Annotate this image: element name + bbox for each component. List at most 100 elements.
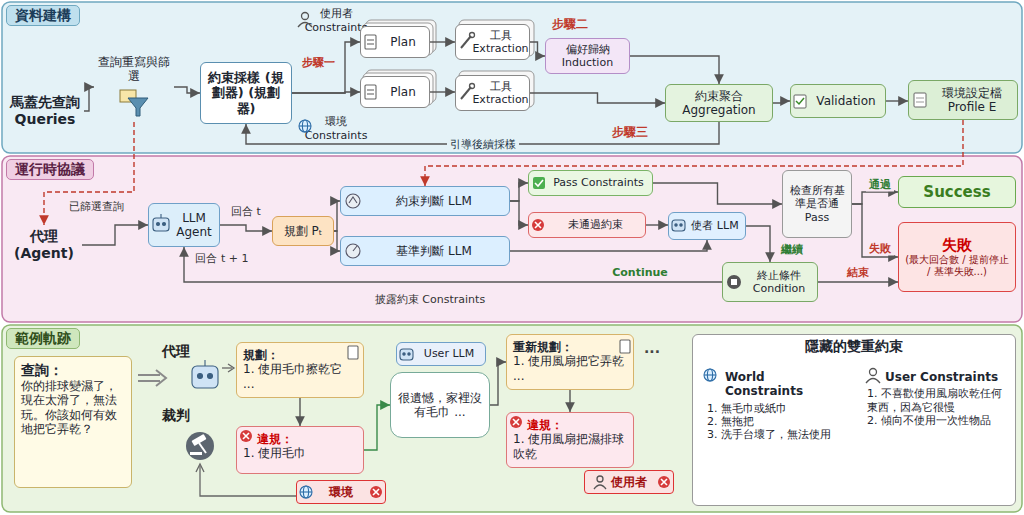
speech-bubble: 很遺憾，家裡沒有毛巾 ... <box>390 372 490 438</box>
free-label: 步驟三 <box>612 124 648 141</box>
node-text: 環境 Constraints <box>305 115 368 141</box>
pass-box: Pass Constraints <box>528 170 653 196</box>
connector <box>653 183 782 204</box>
check-icon <box>533 93 926 189</box>
connector <box>490 362 506 405</box>
panel-ground <box>2 325 1022 512</box>
cross-icon <box>240 219 670 498</box>
llm-dial-icon <box>346 194 360 258</box>
plan-box: Plan <box>360 76 430 108</box>
node-text: 1. 使用毛巾 <box>243 446 357 460</box>
node-text: User Constraints <box>867 370 1007 384</box>
connector <box>510 183 528 201</box>
connector <box>220 225 272 231</box>
node-text: 2. 無拖把 <box>707 415 845 428</box>
node-text: 1. 使用毛巾擦乾它 ... <box>243 362 357 391</box>
globe-icon <box>299 120 716 498</box>
rewrite-filter-step: 查詢重寫與篩選 <box>94 52 174 122</box>
node-text: 規劃： <box>243 348 357 362</box>
connector <box>646 224 668 225</box>
edge-label: 引導後續採樣 <box>447 137 519 152</box>
connector <box>510 240 707 251</box>
hidden-constraints-box: 隱藏的雙重約束World Constraints1. 無毛巾或紙巾2. 無拖把3… <box>692 334 1016 506</box>
node-text: 查詢： <box>21 362 125 379</box>
aggregation-box: 約束聚合 Aggregation <box>665 84 773 122</box>
node-text: 終止條件 Condition <box>745 269 813 295</box>
induction-box: 偏好歸納 Induction <box>545 38 630 74</box>
violation-box: 違規：1. 使用風扇把濕排球吹乾 <box>506 412 634 468</box>
panel-band: 資料建構馬蓋先查詢 Queries 查詢重寫與篩選約束採樣 (規劃器) (規劃器)… <box>2 2 1022 153</box>
constraint-list: User Constraints1. 不喜歡使用風扇吹乾任何東西，因為它很慢2.… <box>861 365 1013 501</box>
edge-label: 步驟一 <box>299 55 338 70</box>
user-llm-box: 使者 LLM <box>668 212 746 240</box>
node-text: 範例軌跡 <box>6 328 80 349</box>
free-label: 步驟二 <box>552 16 588 33</box>
node-text: 違規： <box>243 432 357 446</box>
node-text: 環境 <box>329 485 353 499</box>
node-text: 馬蓋先查詢 Queries <box>10 94 80 128</box>
person-icon <box>298 13 880 490</box>
node-text: 約束採樣 (規劃器) (規劃器) <box>205 70 287 117</box>
node-text: 很遺憾，家裡沒有毛巾 ... <box>395 391 485 420</box>
node-text: 違規： <box>513 418 627 432</box>
edge-label: 繼續 <box>778 242 806 257</box>
panel-band: 範例軌跡查詢：你的排球變濕了，現在太滑了，無法玩。你該如何有效地把它弄乾？規劃：… <box>2 325 1022 512</box>
edge-label: 通過 <box>866 177 894 192</box>
node-text: 1. 無毛巾或紙巾 <box>707 402 845 415</box>
node-text: Success <box>923 183 990 201</box>
connector <box>852 204 898 257</box>
edge-label: 已篩選查詢 <box>66 199 127 214</box>
connector <box>630 56 719 84</box>
edge-label: 回合 t <box>228 204 264 219</box>
connector <box>530 42 545 56</box>
violation-tag: 環境 <box>296 480 386 504</box>
judge-llm-box: 基準判斷 LLM <box>340 236 510 266</box>
constraint-source: 使用者 Constraints <box>296 4 362 37</box>
funnel-icon <box>120 90 148 116</box>
node-text: 代理 (Agent) <box>10 228 78 262</box>
violation-tag: 使用者 <box>584 470 674 494</box>
node-text: 使用者 Constraints <box>305 7 368 33</box>
user-llm-box: User LLM <box>396 342 486 366</box>
edge-label: 失敗 <box>866 241 894 256</box>
failure-box: 失敗(最大回合數 / 提前停止 / 基準失敗...) <box>898 222 1016 292</box>
connector <box>174 87 200 93</box>
clipboard-icon <box>348 35 630 359</box>
node-text: 失敗 <box>942 236 972 254</box>
node-text: 1. 使用風扇把濕排球吹乾 <box>513 432 627 461</box>
planner-box: 約束採樣 (規劃器) (規劃器) <box>200 62 292 124</box>
profile-box: 環境設定檔 Profile E <box>908 80 1018 120</box>
plan-step-box: 規劃：1. 使用毛巾擦乾它 ... <box>236 342 364 398</box>
node-text: 約束判斷 LLM <box>396 194 472 208</box>
node-text: 使用者 <box>611 475 647 489</box>
connector <box>510 201 528 225</box>
connector <box>292 92 360 93</box>
node-text: Plan <box>390 85 416 99</box>
connector <box>886 100 908 101</box>
llm-agent-box: LLM Agent <box>148 203 220 247</box>
node-text: LLM Agent <box>173 211 215 240</box>
plan-box: 規劃 Pₜ <box>272 216 334 246</box>
panel-ground <box>2 2 1022 153</box>
connector <box>292 42 360 93</box>
node-text: 隱藏的雙重約束 <box>805 338 903 355</box>
node-text: User LLM <box>424 347 474 360</box>
connector <box>818 281 898 282</box>
node-text: 工具 Extraction <box>472 29 528 55</box>
success-box: Success <box>898 176 1016 208</box>
node-text: World Constraints <box>707 370 845 399</box>
tool-box: 工具 Extraction <box>455 24 530 60</box>
edge-label: Continue <box>609 266 671 279</box>
node-text: 1. 使用風扇把它弄乾 ... <box>513 354 627 383</box>
free-label: ... <box>644 340 660 356</box>
free-label: 回合 t + 1 <box>195 251 248 266</box>
tool-box: 工具 Extraction <box>455 75 530 111</box>
judge-llm-box: 約束判斷 LLM <box>340 186 510 216</box>
connector <box>299 398 300 426</box>
judge-icon <box>186 432 214 460</box>
constraint-source: 環境 Constraints <box>296 112 362 145</box>
node-text: 資料建構 <box>6 5 80 26</box>
node-text: (最大回合數 / 提前停止 / 基準失敗...) <box>903 254 1011 278</box>
